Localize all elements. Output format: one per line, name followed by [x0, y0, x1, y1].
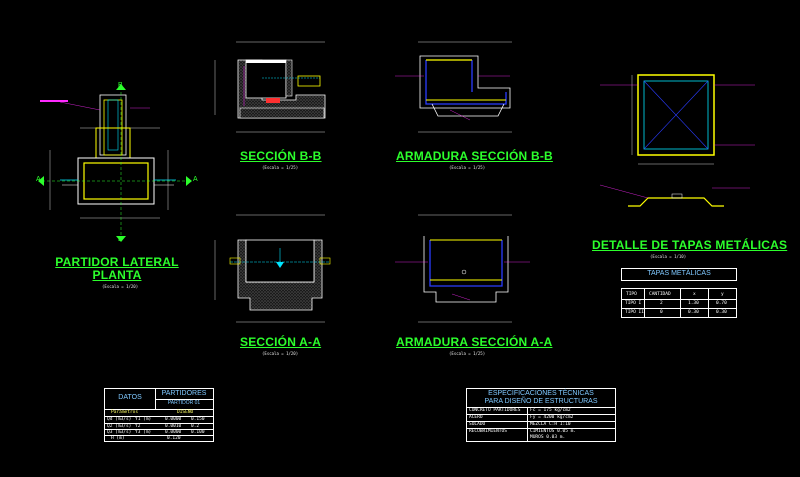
datos-r3-c3: 0.100 — [191, 430, 205, 435]
tapas-header-tipo: TIPO — [626, 292, 637, 297]
tapas-row1-x: 1.30 — [688, 301, 699, 306]
especificaciones-table: ESPECIFICACIONES TÉCNICAS PARA DISEÑO DE… — [466, 388, 616, 442]
tapas-table-title: TAPAS METÁLICAS — [647, 270, 711, 277]
datos-r0-c0: Parámetros — [111, 410, 139, 415]
title-seccion-aa: SECCIÓN A-A — [240, 335, 322, 349]
datos-r0-c2: DISEÑO — [177, 410, 194, 415]
title-armadura-bb: ARMADURA SECCIÓN B-B — [396, 149, 553, 163]
tapas-table: TIPO CANTIDAD x y TIPO I 2 1.30 0.70 TIP… — [621, 288, 737, 318]
datos-r4-c0: H (m) — [111, 436, 125, 441]
armadura-bb — [395, 41, 512, 133]
title-seccion-bb: SECCIÓN B-B — [240, 149, 322, 163]
espec-r3-v: CIMIENTOS 0.05 m. — [530, 429, 577, 434]
espec-r0-v: Fc = 175 kg/cm2 — [530, 408, 571, 413]
espec-r3-k: RECUBRIMIENTOS — [469, 429, 507, 434]
title-partidor-lateral: PARTIDOR LATERAL PLANTA — [52, 256, 182, 282]
tapas-row1-tipo: TIPO I — [625, 301, 642, 306]
tapas-row2-tipo: TIPO II — [625, 310, 644, 315]
marker-b-bottom: B — [118, 236, 123, 243]
datos-r1-c3: 0.150 — [191, 417, 205, 422]
title-detalle-tapas: DETALLE DE TAPAS METÁLICAS — [592, 238, 788, 252]
armadura-aa — [395, 214, 530, 323]
datos-r2-c2: 0.0010 — [165, 424, 182, 429]
datos-r4-c2: 0.120 — [167, 436, 181, 441]
datos-r3-c1: Y3 (m) — [135, 430, 152, 435]
marker-a-left: A — [36, 176, 41, 183]
scale-plan: (Escala = 1/20) — [102, 284, 139, 289]
plan-view — [38, 84, 192, 242]
datos-r3-c2: 0.0000 — [165, 430, 182, 435]
scale-armadura-aa: (Escala = 1/25) — [449, 351, 486, 356]
datos-r2-c1: Y2 — [135, 424, 141, 429]
title-armadura-aa: ARMADURA SECCIÓN A-A — [396, 335, 553, 349]
scale-seccion-aa: (Escala = 1/20) — [262, 351, 299, 356]
datos-r2-c0: Q2 (m3/s) — [107, 424, 132, 429]
tapas-header-cantidad: CANTIDAD — [649, 292, 671, 297]
espec-r1-k: ACERO — [469, 415, 483, 420]
section-aa — [214, 214, 331, 323]
espec-r2-k: SOLADO — [469, 422, 486, 427]
datos-col-partidor: PARTIDOR 01 — [167, 400, 201, 406]
tapas-row2-y: 0.30 — [716, 310, 727, 315]
marker-a-right: A — [193, 176, 198, 183]
datos-table: DATOS PARTIDORES PARTIDOR 01 Parámetros … — [104, 388, 214, 442]
scale-detalle-tapas: (Escala = 1/10) — [650, 254, 687, 259]
tapas-title-box: TAPAS METÁLICAS — [621, 268, 737, 281]
datos-group-partidores: PARTIDORES — [161, 390, 207, 397]
espec-r2-v: MEZCLA C:H 1:10 — [530, 422, 571, 427]
tapas-header-x: x — [693, 292, 696, 297]
espec-r4-v: MUROS 0.03 m. — [530, 435, 566, 440]
tapas-row2-x: 0.30 — [688, 310, 699, 315]
tapas-header-y: y — [721, 292, 724, 297]
espec-title-1: ESPECIFICACIONES TÉCNICAS — [488, 390, 594, 397]
section-bb — [214, 41, 326, 133]
datos-label: DATOS — [118, 394, 142, 401]
datos-r3-c0: Q3 (m3/s) — [107, 430, 132, 435]
espec-r0-k: CONCRETO PARTIDORES — [469, 408, 521, 413]
tapas-row1-y: 0.70 — [716, 301, 727, 306]
title-partidor-line1: PARTIDOR LATERAL — [55, 255, 179, 269]
tapa-detail — [599, 74, 755, 207]
tapas-row2-cantidad: 0 — [660, 310, 663, 315]
scale-seccion-bb: (Escala = 1/25) — [262, 165, 299, 170]
marker-b-top: B — [118, 82, 123, 89]
datos-r1-c0: Qd (m3/s) — [107, 417, 132, 422]
datos-r1-c2: 0.0000 — [165, 417, 182, 422]
datos-r2-c3: 0.2 — [191, 424, 200, 429]
espec-r1-v: Fy = 4200 kg/cm2 — [530, 415, 574, 420]
title-partidor-line2: PLANTA — [92, 268, 142, 282]
datos-r1-c1: Y1 (m) — [135, 417, 152, 422]
tapas-row1-cantidad: 2 — [660, 301, 663, 306]
espec-title-2: PARA DISEÑO DE ESTRUCTURAS — [484, 398, 598, 405]
scale-armadura-bb: (Escala = 1/25) — [449, 165, 486, 170]
